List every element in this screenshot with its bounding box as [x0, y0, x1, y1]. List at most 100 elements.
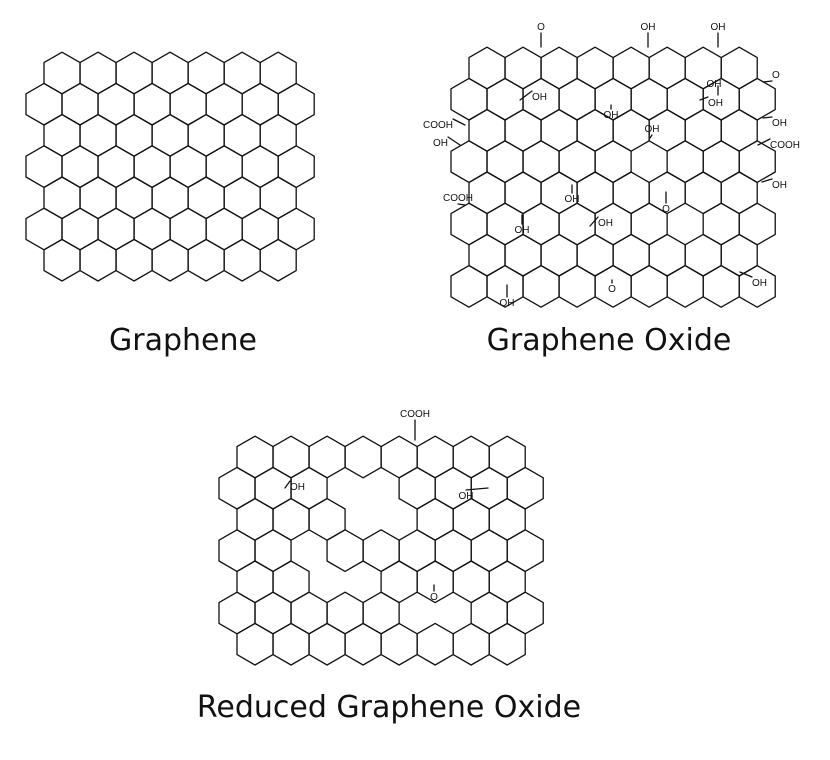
graphene-oxide-hexagon — [612, 233, 650, 277]
carboxyl-label: COOH — [423, 120, 453, 131]
graphene-oxide-hexagon — [522, 264, 560, 308]
graphene-oxide-hexagon — [468, 46, 506, 90]
reduced-graphene-oxide-hexagon — [218, 529, 256, 573]
graphene-hexagon — [115, 176, 153, 220]
graphene-oxide-hexagon — [702, 202, 740, 246]
reduced-graphene-oxide-hexagon — [272, 435, 310, 479]
reduced-graphene-oxide-hexagon — [488, 560, 526, 604]
graphene-oxide-hexagon — [450, 140, 488, 184]
graphene-hexagon — [79, 176, 117, 220]
reduced-graphene-oxide-hexagon — [416, 622, 454, 666]
hydroxyl-label: OH — [772, 180, 787, 191]
reduced-graphene-oxide-hexagon — [362, 591, 400, 635]
carbonyl-label: O — [537, 22, 545, 33]
graphene-hexagon — [133, 207, 171, 251]
graphene-hexagon — [205, 82, 243, 126]
graphene-oxide-hexagon — [702, 140, 740, 184]
reduced-graphene-oxide-hexagon — [236, 497, 274, 541]
graphene-hexagon — [259, 113, 297, 157]
reduced-graphene-oxide-hexagon — [398, 466, 436, 510]
reduced-graphene-oxide-hexagon — [272, 497, 310, 541]
carbonyl-label: O — [662, 204, 670, 215]
graphene-hexagon — [205, 207, 243, 251]
graphene-hexagon — [259, 176, 297, 220]
graphene-hexagon — [79, 51, 117, 95]
graphene-hexagon — [25, 145, 63, 189]
reduced-graphene-oxide-hexagon — [380, 622, 418, 666]
graphene-hexagon — [223, 176, 261, 220]
graphene-oxide-hexagon — [612, 171, 650, 215]
reduced-graphene-oxide-hexagon — [254, 591, 292, 635]
reduced-graphene-oxide-hexagon — [236, 560, 274, 604]
graphene-oxide-hexagon — [450, 264, 488, 308]
graphene-oxide-hexagon — [486, 202, 524, 246]
reduced-graphene-oxide-hexagon — [488, 622, 526, 666]
hydroxyl-label: OH — [772, 118, 787, 129]
graphene-oxide-hexagon — [540, 46, 578, 90]
graphene-oxide-hexagon — [576, 171, 614, 215]
graphene-hexagon — [187, 51, 225, 95]
graphene-oxide-hexagon — [504, 46, 542, 90]
reduced-graphene-oxide-hexagon — [506, 529, 544, 573]
hydroxyl-label: OH — [433, 138, 448, 149]
graphene-oxide-hexagon — [558, 77, 596, 121]
graphene-oxide-hexagon — [450, 202, 488, 246]
reduced-graphene-oxide-hexagon — [218, 591, 256, 635]
graphene-hexagon — [115, 113, 153, 157]
graphene-oxide-hexagon — [648, 46, 686, 90]
graphene-hexagon — [61, 82, 99, 126]
graphene-hexagon — [79, 113, 117, 157]
graphene-hexagon — [133, 82, 171, 126]
carbonyl-label: O — [430, 592, 438, 603]
graphene-oxide-hexagon — [720, 108, 758, 152]
reduced-graphene-oxide-hexagon — [308, 497, 346, 541]
graphene-hexagon — [115, 238, 153, 282]
reduced-graphene-oxide-hexagon — [254, 529, 292, 573]
graphene-oxide-hexagon — [540, 108, 578, 152]
graphene-oxide-hexagon — [720, 233, 758, 277]
reduced-graphene-oxide-hexagon — [308, 435, 346, 479]
graphene-oxide-hexagon — [450, 77, 488, 121]
carboxyl-label: COOH — [443, 193, 473, 204]
graphene-hexagon — [133, 145, 171, 189]
graphene-hexagon — [79, 238, 117, 282]
graphene-oxide-hexagon — [468, 108, 506, 152]
reduced-graphene-oxide-hexagon — [326, 529, 364, 573]
hydroxyl-label: OH — [604, 110, 619, 121]
reduced-graphene-oxide-hexagon — [452, 497, 490, 541]
reduced-graphene-oxide-hexagon — [488, 497, 526, 541]
reduced-graphene-oxide-hexagon — [218, 466, 256, 510]
graphene-hexagon — [223, 51, 261, 95]
graphene-oxide-hexagon — [720, 171, 758, 215]
reduced-graphene-oxide-hexagon — [488, 435, 526, 479]
reduced-graphene-oxide-hexagon — [506, 591, 544, 635]
bond-line — [589, 216, 599, 227]
reduced-graphene-oxide-hexagon — [452, 622, 490, 666]
carboxyl-label: COOH — [770, 140, 800, 151]
graphene-hexagon — [223, 238, 261, 282]
graphene-oxide-hexagon — [630, 264, 668, 308]
hydroxyl-label: OH — [641, 22, 656, 33]
bond-line — [762, 80, 773, 83]
graphene-caption: Graphene — [109, 323, 257, 358]
graphene-hexagon — [115, 51, 153, 95]
graphene-lattice — [25, 51, 315, 282]
reduced-graphene-oxide-hexagon — [470, 529, 508, 573]
graphene-hexagon — [151, 176, 189, 220]
graphene-oxide-hexagon — [684, 233, 722, 277]
graphene-hexagon — [61, 145, 99, 189]
bond-line — [739, 271, 753, 278]
graphene-hexagon — [169, 207, 207, 251]
bond-line — [649, 134, 653, 139]
hydroxyl-label: OH — [711, 22, 726, 33]
graphene-hexagon — [241, 145, 279, 189]
hydroxyl-label: OH — [500, 298, 515, 309]
graphene-oxide-hexagon — [522, 140, 560, 184]
graphene-oxide-hexagon — [486, 140, 524, 184]
hydroxyl-label: OH — [708, 98, 723, 109]
reduced-graphene-oxide-hexagon — [416, 497, 454, 541]
bond-line — [762, 116, 773, 119]
graphene-hexagon — [43, 238, 81, 282]
